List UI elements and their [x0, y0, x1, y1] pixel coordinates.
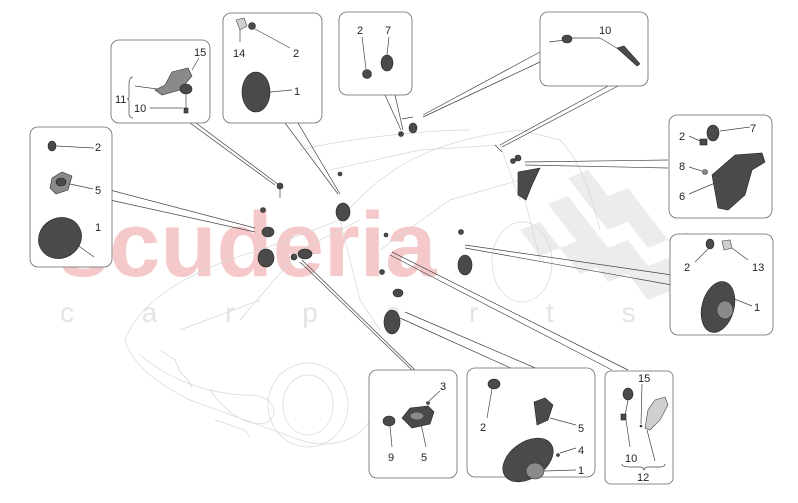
- callout-box-rear-shelf-speaker: 14 2 1: [222, 12, 323, 124]
- label-2: 2: [357, 25, 363, 37]
- label-1: 1: [294, 86, 300, 98]
- label-7: 7: [385, 25, 391, 37]
- label-1: 1: [754, 302, 760, 314]
- label-14: 14: [233, 48, 245, 60]
- callout-box-right-door-woofer: 2 13 1: [669, 233, 774, 336]
- callout-box-front-right-door: 2 5 4 1: [466, 367, 596, 483]
- label-5: 5: [95, 185, 101, 197]
- brand-watermark: scuderia: [58, 194, 437, 296]
- label-2: 2: [293, 48, 299, 60]
- callout-box-front-left-door: 2 5 1: [29, 126, 113, 268]
- label-10: 10: [134, 103, 146, 115]
- car-mounted-parts: [257, 116, 541, 335]
- callout-box-roof-tweeter: 2 7: [338, 11, 413, 96]
- label-3: 3: [440, 381, 446, 393]
- label-2: 2: [679, 131, 685, 143]
- label-10: 10: [625, 453, 637, 465]
- label-1: 1: [95, 222, 101, 234]
- label-2: 2: [480, 422, 486, 434]
- label-8: 8: [679, 161, 685, 173]
- label-5: 5: [578, 423, 584, 435]
- leader-lines: [109, 51, 673, 371]
- label-4: 4: [578, 445, 584, 457]
- label-5: 5: [421, 452, 427, 464]
- callout-box-amplifier-bracket: 15 10 12: [604, 370, 674, 485]
- callout-box-pillar-tweeter: 2 7 8 6: [668, 114, 773, 219]
- label-15: 15: [194, 47, 206, 59]
- callout-box-dash-midrange: 3 9 5: [368, 369, 458, 479]
- label-10: 10: [599, 25, 611, 37]
- label-13: 13: [752, 262, 764, 274]
- callout-box-roof-harness: 10: [539, 11, 649, 87]
- label-2: 2: [95, 142, 101, 154]
- label-9: 9: [388, 452, 394, 464]
- label-6: 6: [679, 191, 685, 203]
- tagline-watermark: c a r p a r t s: [60, 297, 666, 328]
- label-11: 11: [115, 94, 126, 106]
- label-2: 2: [684, 262, 690, 274]
- label-7: 7: [750, 123, 756, 135]
- label-12: 12: [637, 472, 649, 484]
- label-1: 1: [578, 465, 584, 477]
- callout-box-rear-door-bracket: 15 11 10: [110, 39, 211, 124]
- label-15: 15: [638, 373, 650, 385]
